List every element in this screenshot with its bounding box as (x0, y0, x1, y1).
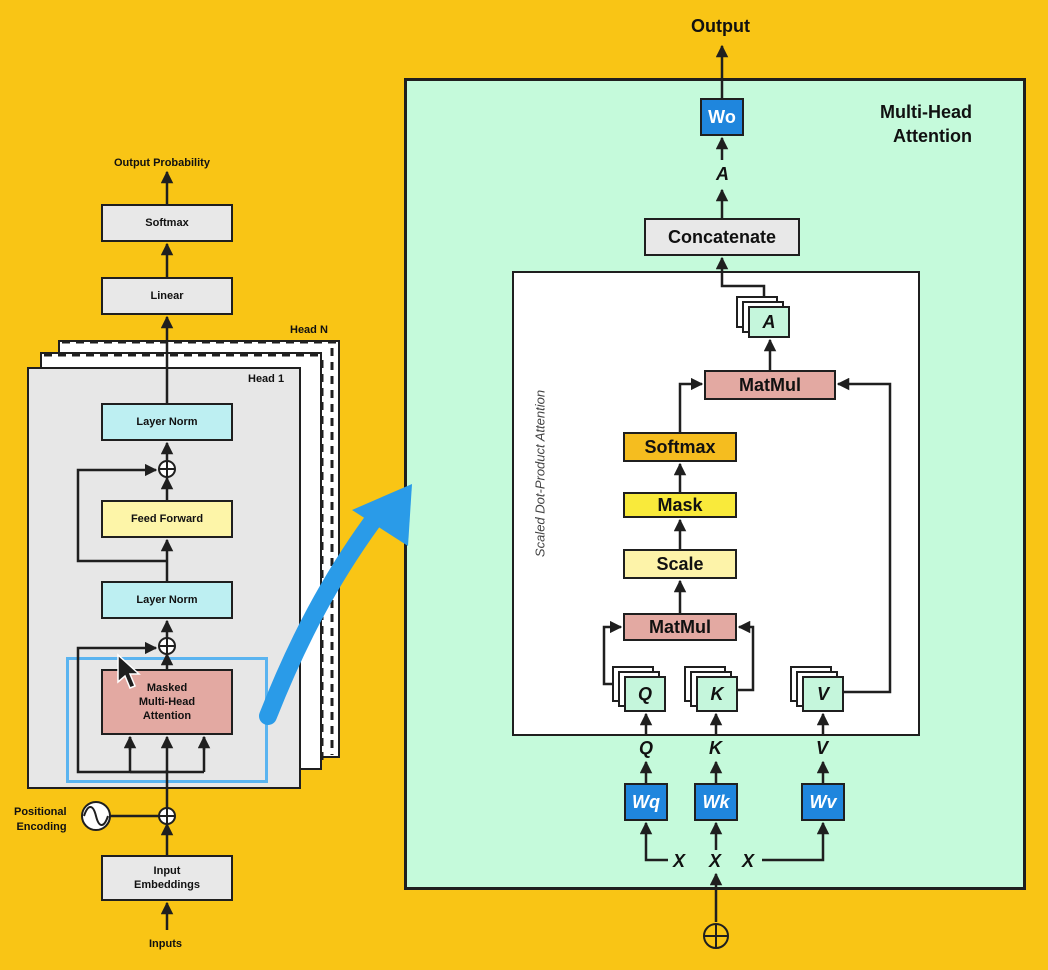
left-plus-symbols (158, 460, 176, 825)
masked-mha-line2: Multi-Head (138, 696, 196, 708)
head-1-label: Head 1 (248, 373, 285, 385)
arrow-k-to-matmul (737, 620, 755, 692)
head-n-label: Head N (290, 324, 328, 336)
residual-2 (76, 463, 167, 563)
arrow-softmax-to-matmul (678, 377, 704, 432)
linear-block: Linear (101, 277, 233, 315)
x-label-2: X (709, 851, 722, 871)
positional-line2: Encoding (16, 821, 67, 833)
matmul-top-block: MatMul (704, 370, 836, 400)
zoom-pointer-arrow (259, 484, 412, 725)
inputs-label: Inputs (149, 938, 182, 950)
positional-line1: Positional (14, 806, 67, 818)
stack-dashes (44, 340, 338, 765)
q-box: Q (624, 676, 666, 712)
v-label: V (816, 738, 829, 758)
output-probability-label: Output Probability (114, 157, 210, 169)
layer-norm-top-block: Layer Norm (101, 403, 233, 441)
softmax-block: Softmax (101, 204, 233, 242)
arrow-abox-to-concat (715, 256, 766, 296)
bottom-plus-symbol (703, 923, 729, 949)
mouse-cursor-icon (117, 653, 141, 689)
matmul-bottom-block: MatMul (623, 613, 737, 641)
arrow-v-to-matmul-top (836, 377, 892, 694)
input-embeddings-block: Input Embeddings (101, 855, 233, 901)
x-label-1: X (673, 851, 686, 871)
masked-multi-head-attention-block: Masked Multi-Head Attention (101, 669, 233, 735)
mha-title-line1: Multi-Head (880, 102, 972, 122)
input-emb-line1: Input (153, 865, 181, 877)
wk-block: Wk (694, 783, 738, 821)
a-box: A (748, 306, 790, 338)
x-label-3: X (742, 851, 755, 871)
positional-encoding-icon (81, 801, 111, 831)
mha-title-line2: Attention (893, 126, 972, 146)
positional-encoding-label: Positional Encoding (14, 805, 67, 835)
arrow-x3-to-wv (762, 821, 830, 862)
mha-title: Multi-Head Attention (880, 100, 972, 148)
feed-forward-block: Feed Forward (101, 500, 233, 538)
output-label: Output (691, 16, 750, 36)
v-box: V (802, 676, 844, 712)
mask-block: Mask (623, 492, 737, 518)
wv-block: Wv (801, 783, 845, 821)
scale-block: Scale (623, 549, 737, 579)
wq-block: Wq (624, 783, 668, 821)
input-emb-line2: Embeddings (133, 879, 200, 891)
k-box: K (696, 676, 738, 712)
k-label: K (709, 738, 722, 758)
concatenate-block: Concatenate (644, 218, 800, 256)
residual-1 (76, 641, 167, 774)
layer-norm-bottom-block: Layer Norm (101, 581, 233, 619)
q-label: Q (639, 738, 654, 758)
masked-mha-line1: Masked (146, 682, 188, 694)
arrow-x1-to-wq (639, 821, 668, 862)
softmax-sdpa-block: Softmax (623, 432, 737, 462)
wo-block: Wo (700, 98, 744, 136)
arrow-q-to-matmul (602, 620, 623, 686)
a-label: A (716, 164, 729, 184)
masked-mha-line3: Attention (142, 710, 192, 722)
